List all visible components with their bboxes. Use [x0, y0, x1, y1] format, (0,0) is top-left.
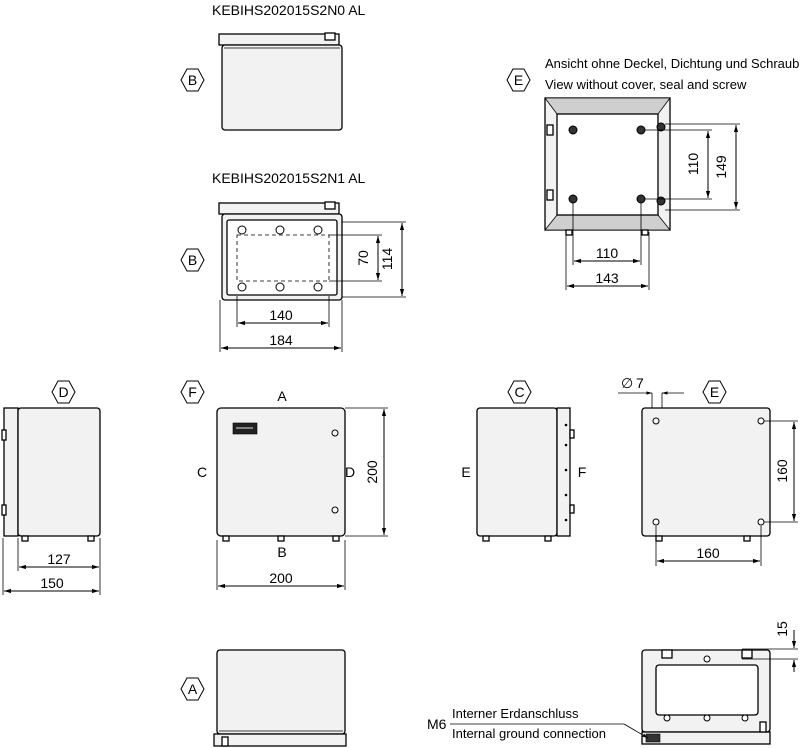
- svg-text:F: F: [188, 384, 197, 400]
- dim-front: 200 200: [216, 407, 388, 590]
- ground-note-en: Internal ground connection: [452, 726, 606, 741]
- svg-text:184: 184: [269, 332, 293, 348]
- view-bottom-a: [213, 649, 347, 747]
- cutout-outline: [236, 234, 330, 282]
- svg-text:200: 200: [364, 460, 380, 484]
- side-label-f: F: [578, 464, 587, 480]
- view-side-d: [1, 407, 101, 542]
- marker-f: F: [180, 380, 205, 404]
- svg-text:D: D: [58, 384, 68, 400]
- ground-bolt: [645, 733, 661, 743]
- view-open-body: [544, 97, 671, 236]
- svg-text:E: E: [710, 384, 719, 400]
- svg-text:150: 150: [40, 575, 64, 591]
- svg-text:70: 70: [355, 250, 371, 266]
- view-ground: [641, 649, 771, 745]
- svg-text:200: 200: [269, 570, 293, 586]
- note-e-de: Ansicht ohne Deckel, Dichtung und Schrau…: [545, 56, 800, 71]
- dim-ground: 15: [742, 621, 798, 672]
- dim-e-horizontal: 110 143: [565, 203, 650, 290]
- svg-text:143: 143: [595, 270, 619, 286]
- side-label-b: B: [277, 544, 286, 560]
- svg-text:A: A: [188, 681, 198, 697]
- svg-text:C: C: [514, 384, 524, 400]
- svg-text:110: 110: [685, 153, 701, 176]
- svg-text:E: E: [514, 72, 523, 88]
- side-label-e: E: [461, 464, 470, 480]
- dim-e-vertical: 110 149: [645, 123, 740, 211]
- svg-text:110: 110: [596, 245, 619, 261]
- dim-n1-horizontal: 140 184: [219, 296, 343, 352]
- dim-back: 160 160: [655, 420, 798, 566]
- svg-text:160: 160: [774, 459, 790, 483]
- diameter-symbol: ∅: [621, 375, 633, 391]
- marker-e-back: E: [702, 380, 727, 404]
- view-back: [641, 407, 771, 542]
- marker-c: C: [507, 380, 532, 404]
- marker-b-top: B: [180, 68, 205, 92]
- view-top-n0: [218, 32, 343, 131]
- dim-d: 127 150: [2, 538, 101, 595]
- view-top-n1: [218, 201, 343, 301]
- marker-e-top: E: [506, 68, 531, 92]
- marker-d: D: [51, 380, 76, 404]
- dim-back-hole-dia: 7: [636, 375, 644, 391]
- svg-text:114: 114: [379, 248, 395, 271]
- view-side-c: [476, 407, 575, 542]
- side-label-d: D: [345, 464, 355, 480]
- ground-thread: M6: [427, 716, 447, 732]
- ground-note-de: Interner Erdanschluss: [452, 706, 579, 721]
- title-model-n1: KEBIHS202015S2N1 AL: [212, 170, 366, 186]
- marker-a: A: [180, 677, 205, 701]
- svg-text:127: 127: [47, 551, 71, 567]
- side-label-c: C: [197, 464, 207, 480]
- svg-text:160: 160: [696, 545, 720, 561]
- svg-text:140: 140: [269, 307, 293, 323]
- side-label-a: A: [277, 388, 287, 404]
- svg-text:149: 149: [713, 155, 729, 179]
- note-e-en: View without cover, seal and screw: [545, 77, 747, 92]
- svg-text:B: B: [188, 252, 197, 268]
- svg-text:15: 15: [774, 621, 790, 637]
- title-model-n0: KEBIHS202015S2N0 AL: [212, 2, 366, 18]
- svg-text:B: B: [188, 72, 197, 88]
- dim-n1-vertical: 70 114: [329, 221, 406, 298]
- view-front: [216, 407, 346, 542]
- marker-b-n1: B: [180, 248, 205, 272]
